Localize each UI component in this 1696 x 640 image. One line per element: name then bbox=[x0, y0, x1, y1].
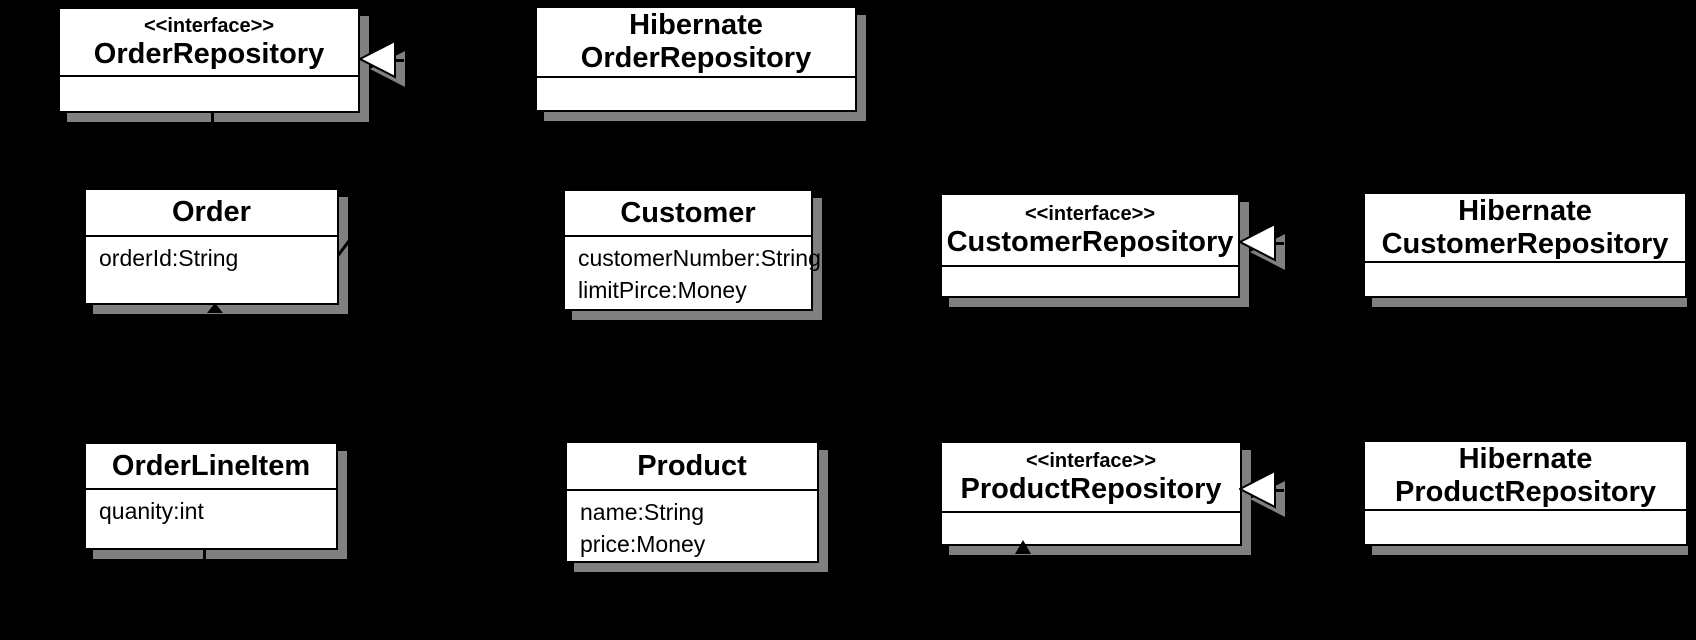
attributes-compartment: quanity:int bbox=[86, 490, 336, 527]
class-title-compartment: <<interface>> ProductRepository bbox=[942, 443, 1240, 513]
class-box-order: Order orderId:String bbox=[84, 188, 339, 305]
class-name-line2: ProductRepository bbox=[1394, 475, 1657, 508]
attributes-compartment: name:String price:Money bbox=[567, 491, 817, 560]
class-title-compartment: Hibernate OrderRepository bbox=[537, 8, 855, 78]
class-title-compartment: <<interface>> CustomerRepository bbox=[942, 195, 1238, 267]
arrowhead bbox=[1239, 222, 1276, 262]
realization-arrowhead-icon bbox=[359, 39, 405, 87]
attributes-compartment bbox=[942, 267, 1238, 272]
class-box-product-repository: <<interface>> ProductRepository bbox=[940, 441, 1242, 546]
class-name-line2: CustomerRepository bbox=[1381, 227, 1669, 260]
class-stereotype: <<interface>> bbox=[143, 14, 275, 37]
attribute-text: orderId:String bbox=[99, 245, 239, 271]
dashed-line-segment bbox=[1272, 242, 1284, 245]
attributes-compartment: customerNumber:String limitPirce:Money bbox=[565, 237, 821, 306]
attribute-text: customerNumber:String bbox=[578, 245, 821, 271]
class-name: Customer bbox=[620, 196, 756, 229]
realization-arrowhead-icon bbox=[1239, 222, 1285, 270]
class-box-customer: Customer customerNumber:String limitPirc… bbox=[563, 189, 821, 311]
attribute-text: name:String bbox=[580, 499, 705, 525]
class-name: ProductRepository bbox=[960, 472, 1222, 505]
class-name-line2: OrderRepository bbox=[580, 42, 812, 74]
class-name: Product bbox=[637, 449, 747, 482]
attributes-compartment bbox=[942, 513, 1240, 518]
connector-line-tick bbox=[211, 112, 214, 123]
attribute-text: price:Money bbox=[580, 531, 706, 557]
attributes-compartment bbox=[1365, 511, 1686, 516]
class-stereotype: <<interface>> bbox=[1025, 449, 1157, 472]
class-box-hibernate-customer-repository: Hibernate CustomerRepository bbox=[1363, 192, 1687, 298]
class-name: Order bbox=[172, 196, 251, 228]
attributes-compartment bbox=[1365, 263, 1685, 268]
class-title-compartment: Customer bbox=[565, 191, 811, 237]
class-name-line1: Hibernate bbox=[629, 9, 763, 41]
association-arrowhead-icon bbox=[207, 303, 223, 313]
class-title-compartment: <<interface>> OrderRepository bbox=[60, 9, 358, 77]
class-title-compartment: Product bbox=[567, 443, 817, 491]
arrowhead bbox=[359, 39, 396, 79]
class-box-product: Product name:String price:Money bbox=[565, 441, 819, 563]
class-name-line1: Hibernate bbox=[1458, 442, 1593, 475]
class-box-hibernate-product-repository: Hibernate ProductRepository bbox=[1363, 440, 1688, 546]
attributes-compartment bbox=[537, 78, 855, 83]
class-title-compartment: OrderLineItem bbox=[86, 444, 336, 490]
attribute-text: quanity:int bbox=[99, 498, 204, 524]
realization-arrowhead-icon bbox=[1239, 469, 1285, 517]
class-title-compartment: Hibernate ProductRepository bbox=[1365, 442, 1686, 511]
class-name: OrderRepository bbox=[93, 37, 325, 70]
class-box-customer-repository: <<interface>> CustomerRepository bbox=[940, 193, 1240, 298]
class-box-order-repository: <<interface>> OrderRepository bbox=[58, 7, 360, 113]
attributes-compartment: orderId:String bbox=[86, 237, 337, 274]
class-title-compartment: Hibernate CustomerRepository bbox=[1365, 194, 1685, 263]
class-name: CustomerRepository bbox=[946, 225, 1234, 258]
dashed-line-segment bbox=[392, 59, 404, 62]
class-box-order-line-item: OrderLineItem quanity:int bbox=[84, 442, 338, 550]
attributes-compartment bbox=[60, 77, 358, 82]
class-stereotype: <<interface>> bbox=[1024, 202, 1156, 225]
class-box-hibernate-order-repository: Hibernate OrderRepository bbox=[535, 6, 857, 112]
dashed-line-segment bbox=[1272, 489, 1284, 492]
class-name-line1: Hibernate bbox=[1458, 194, 1592, 227]
attribute-text: limitPirce:Money bbox=[578, 277, 747, 303]
arrowhead bbox=[1239, 469, 1276, 509]
association-arrowhead-icon bbox=[1015, 540, 1031, 554]
connector-line-tick bbox=[203, 548, 206, 559]
class-name: OrderLineItem bbox=[111, 449, 311, 482]
class-title-compartment: Order bbox=[86, 190, 337, 237]
